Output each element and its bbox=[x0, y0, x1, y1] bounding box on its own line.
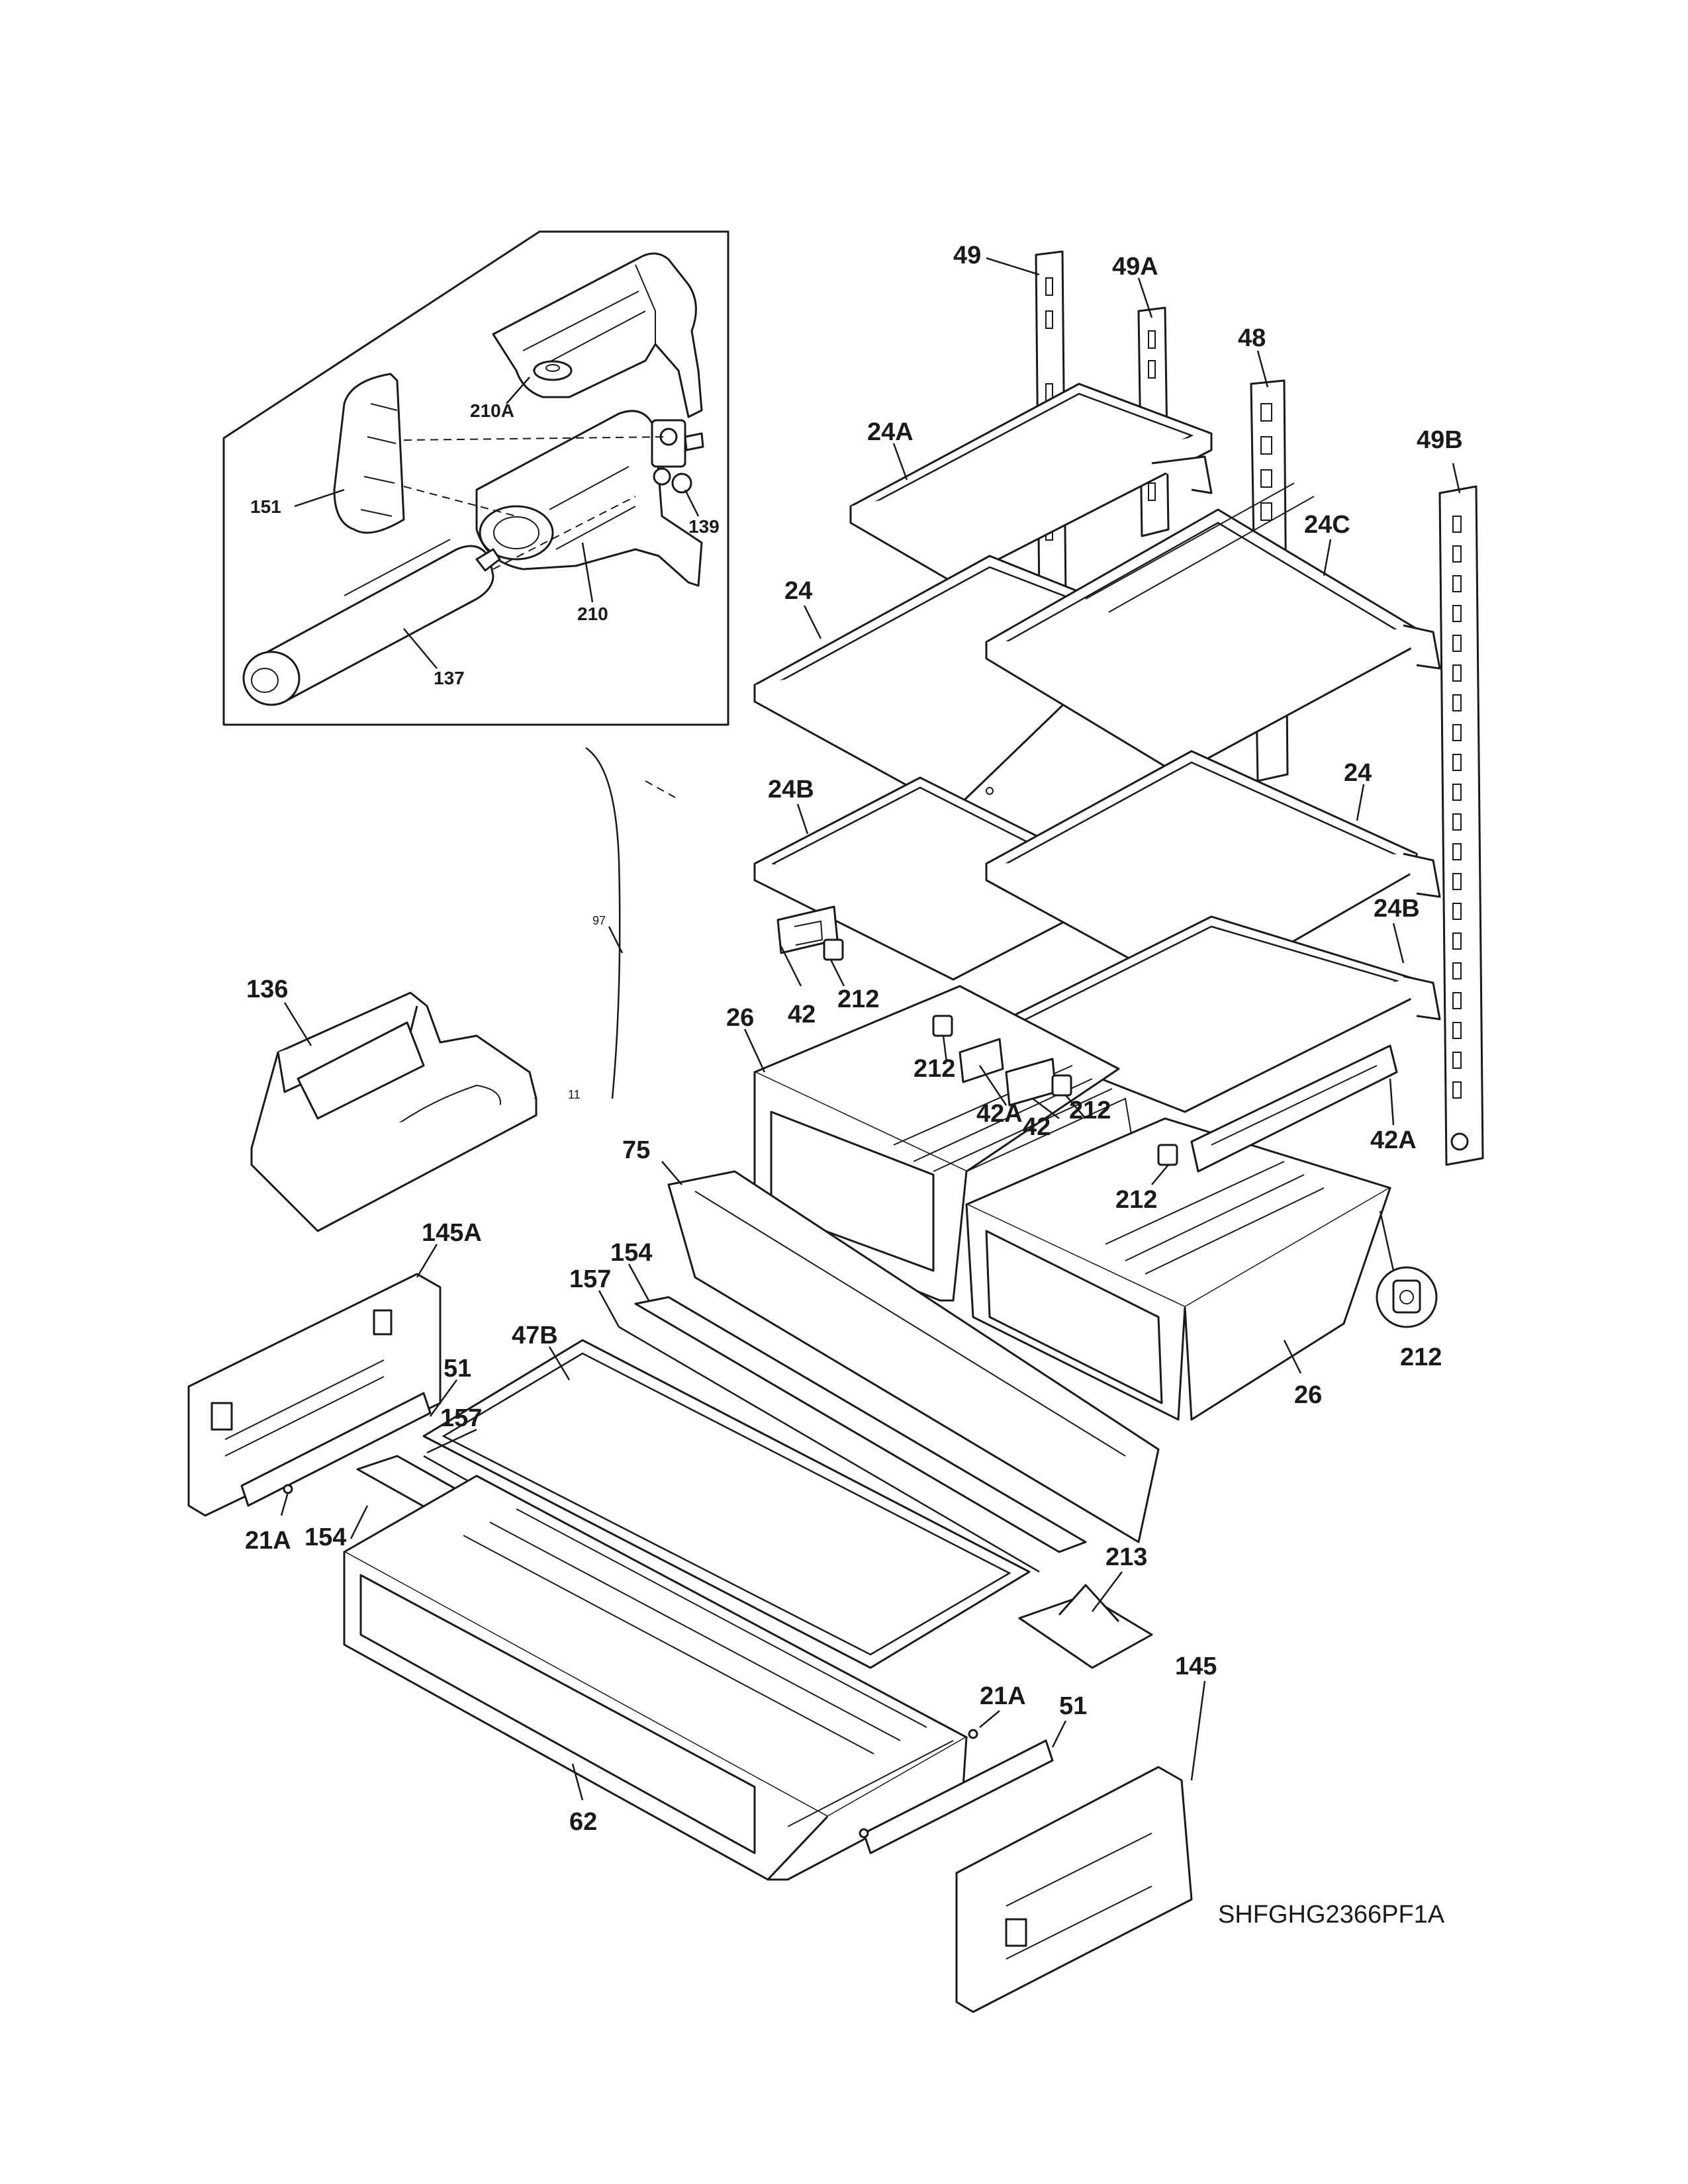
label-154-bot: 154 bbox=[305, 1524, 346, 1551]
part-47B-glass-cover bbox=[422, 1339, 1031, 1669]
part-21A-screw-left bbox=[283, 1484, 293, 1494]
part-97-water-tube bbox=[585, 747, 676, 1099]
part-157-gasket-top bbox=[618, 1326, 1040, 1573]
part-26-crisper-right bbox=[965, 1117, 1391, 1421]
label-47B: 47B bbox=[512, 1322, 558, 1349]
label-26-left: 26 bbox=[726, 1004, 754, 1032]
label-42A-right: 42A bbox=[1370, 1126, 1417, 1154]
label-212-c: 212 bbox=[1069, 1097, 1111, 1124]
label-24A: 24A bbox=[867, 418, 914, 446]
label-26-right: 26 bbox=[1294, 1381, 1322, 1409]
label-212-a: 212 bbox=[837, 985, 879, 1013]
part-154-trim-top bbox=[634, 1296, 1087, 1553]
label-212-b: 212 bbox=[914, 1055, 955, 1083]
part-24A-shelf bbox=[849, 383, 1213, 584]
part-42A-support-mid bbox=[959, 1038, 1004, 1083]
label-75: 75 bbox=[622, 1136, 650, 1164]
part-212-clip-e-detail bbox=[1376, 1210, 1438, 1328]
label-145A: 145A bbox=[422, 1219, 482, 1247]
label-157-mid: 157 bbox=[440, 1404, 482, 1432]
label-212-e: 212 bbox=[1400, 1343, 1442, 1371]
label-24-mid: 24 bbox=[1344, 759, 1372, 787]
label-21A-right: 21A bbox=[980, 1682, 1026, 1710]
label-24B-right: 24B bbox=[1374, 895, 1420, 923]
label-137: 137 bbox=[434, 668, 465, 688]
part-51-rail-right bbox=[863, 1739, 1054, 1854]
label-97: 97 bbox=[592, 914, 606, 927]
part-213-bracket bbox=[1018, 1584, 1153, 1669]
label-24B-left: 24B bbox=[768, 776, 814, 803]
part-62-drawer bbox=[343, 1475, 968, 1881]
part-24C-shelf bbox=[985, 482, 1441, 776]
part-210A-housing-cover bbox=[492, 252, 703, 418]
part-137-filter-cartridge bbox=[242, 539, 501, 706]
label-11: 11 bbox=[568, 1088, 581, 1101]
label-51-left: 51 bbox=[444, 1355, 471, 1383]
part-139-valve bbox=[651, 419, 704, 494]
part-49B-ladder bbox=[1438, 485, 1484, 1166]
part-21A-screw-right bbox=[859, 1729, 978, 1839]
label-136: 136 bbox=[246, 976, 288, 1003]
label-212-d: 212 bbox=[1115, 1186, 1157, 1214]
label-24C: 24C bbox=[1304, 511, 1350, 539]
part-labels: 49 49A 48 49B 24A 24C 24 24 24B 24B 97 1… bbox=[245, 242, 1463, 1836]
part-210-filter-head bbox=[475, 410, 703, 587]
label-24-top: 24 bbox=[784, 577, 812, 605]
label-157-top: 157 bbox=[569, 1265, 611, 1293]
part-136-ice-bin bbox=[250, 991, 538, 1232]
part-151-end-cap bbox=[333, 373, 405, 534]
label-210: 210 bbox=[577, 604, 608, 624]
part-51-rail-left bbox=[240, 1392, 432, 1507]
label-49A: 49A bbox=[1112, 253, 1158, 281]
part-212-clip-b bbox=[932, 1015, 953, 1037]
label-62: 62 bbox=[569, 1808, 597, 1836]
label-49B: 49B bbox=[1417, 426, 1463, 454]
label-21A-left: 21A bbox=[245, 1527, 291, 1555]
part-42A-rail-right bbox=[1190, 1044, 1398, 1173]
part-212-clip-c bbox=[1051, 1074, 1072, 1097]
part-212-clip-a bbox=[823, 938, 844, 961]
label-139: 139 bbox=[688, 516, 720, 537]
label-42A-mid: 42A bbox=[976, 1100, 1023, 1128]
label-42-mid: 42 bbox=[1023, 1113, 1051, 1141]
label-48: 48 bbox=[1238, 324, 1266, 352]
part-212-clip-d bbox=[1157, 1144, 1178, 1166]
diagram-code: SHFGHG2366PF1A bbox=[1218, 1901, 1445, 1929]
part-145-slide-right bbox=[955, 1766, 1193, 2013]
label-42-left: 42 bbox=[788, 1001, 816, 1028]
label-154-top: 154 bbox=[610, 1239, 652, 1267]
water-filter-inset: 151 210A 139 210 137 bbox=[222, 230, 729, 726]
leader-lines bbox=[280, 257, 1461, 1801]
label-151: 151 bbox=[250, 496, 281, 517]
label-49: 49 bbox=[953, 242, 981, 269]
part-75-divider bbox=[667, 1170, 1160, 1543]
label-145: 145 bbox=[1175, 1653, 1217, 1680]
label-213: 213 bbox=[1105, 1543, 1147, 1571]
label-51-right: 51 bbox=[1059, 1692, 1087, 1720]
